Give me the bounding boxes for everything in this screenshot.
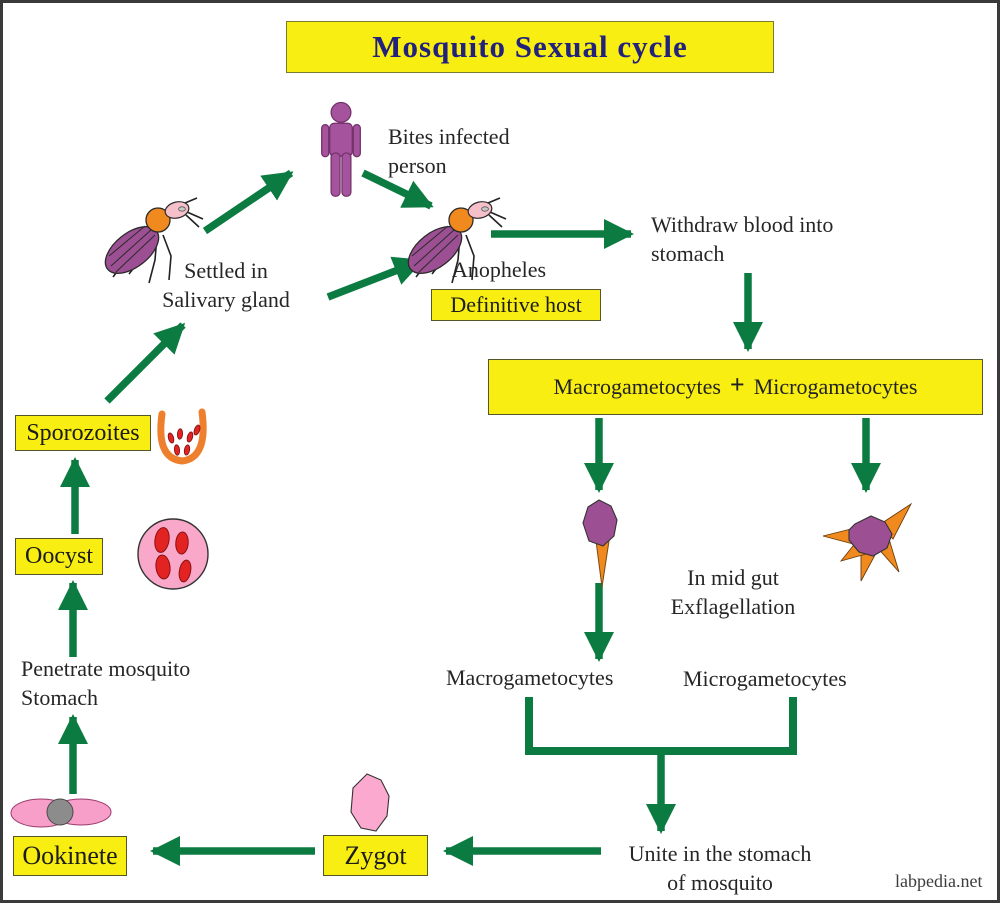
label-anopheles: Anopheles (452, 257, 547, 282)
label-microgametocytes: Microgametocytes (683, 666, 847, 691)
mosquito-salivary-icon (104, 197, 204, 284)
sporozoites-box: Sporozoites (15, 415, 151, 451)
label-bites-infected-person: Bites infected person (388, 124, 510, 178)
ookinete-box: Ookinete (13, 836, 127, 876)
zygote-icon (350, 773, 390, 832)
definitive-host-box: Definitive host (431, 289, 601, 321)
oocyst-icon (137, 518, 209, 590)
label-settled-in-salivary-gland: Settled in Salivary gland (162, 258, 290, 312)
gametocytes-box: Macrogametocytes + Microgametocytes (488, 359, 983, 415)
ookinete-icon (10, 798, 112, 828)
oocyst-box: Oocyst (15, 538, 103, 575)
label-macrogametocytes: Macrogametocytes (446, 665, 614, 690)
diagram-title: Mosquito Sexual cycle (286, 21, 774, 73)
watermark: labpedia.net (895, 871, 983, 891)
exflagellation-icon (822, 502, 913, 582)
macrogametocytes-in-box: Macrogametocytes (553, 374, 721, 399)
plus-sign: + (729, 370, 745, 399)
label-penetrate-mosquito-stomach: Penetrate mosquito Stomach (21, 656, 191, 710)
label-unite-in-stomach: Unite in the stomach of mosquito (628, 841, 812, 895)
microgametocytes-in-box: Microgametocytes (753, 374, 918, 399)
macrogametocyte-icon (582, 499, 618, 588)
sporozoites-sac-icon (157, 408, 207, 465)
person-icon (321, 101, 361, 197)
zygot-box: Zygot (323, 835, 428, 876)
label-withdraw-blood: Withdraw blood into stomach (651, 212, 834, 266)
label-mid-gut-exflagellation: In mid gut Exflagellation (670, 565, 796, 619)
